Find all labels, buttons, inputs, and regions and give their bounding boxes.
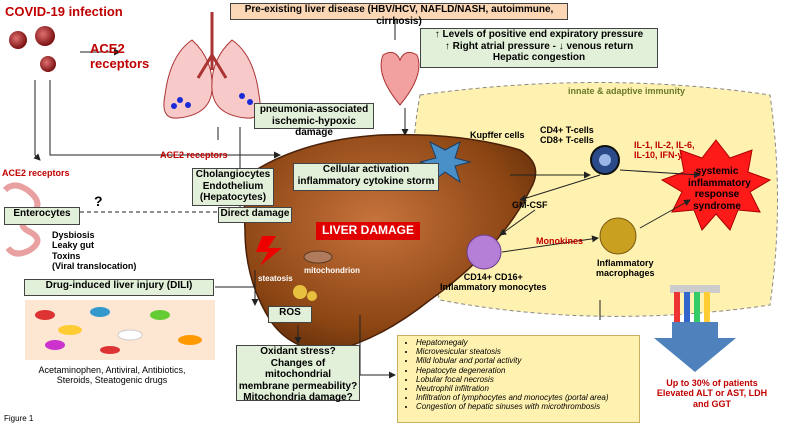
direct-damage-box: Direct damage [218, 207, 292, 223]
mitochondrion-label: mitochondrion [304, 266, 360, 275]
histology-item: Mild lobular and portal activity [416, 356, 635, 365]
preexisting-disease-box: Pre-existing liver disease (HBV/HCV, NAF… [230, 3, 568, 27]
ros-box: ROS [268, 306, 312, 323]
heart-illustration [380, 51, 420, 106]
sirs-burst [660, 139, 772, 231]
kupffer-cell-icon [419, 140, 472, 184]
kupffer-label: Kupffer cells [470, 130, 525, 140]
monocytes-label: CD14+ CD16+Inflammatory monocytes [440, 272, 547, 293]
histology-item: Hepatomegaly [416, 338, 635, 347]
drugs-label: Acetaminophen, Antiviral, Antibiotics,St… [38, 365, 186, 386]
test-tubes-illustration [670, 285, 720, 322]
steatosis-label: steatosis [258, 274, 293, 283]
histology-item: Infiltration of lymphocytes and monocyte… [416, 393, 635, 402]
histology-item: Neutrophil infiltration [416, 384, 635, 393]
question-mark: ? [94, 193, 103, 209]
mitochondrion-icon [303, 250, 333, 264]
macrophage-icon [599, 217, 637, 255]
virus-icons [9, 26, 56, 72]
immunity-label: innate & adaptive immunity [568, 86, 686, 96]
ace2-receptors-label: ACE2 receptors [90, 41, 150, 71]
gmcsf-label: GM-CSF [512, 200, 548, 210]
dili-box: Drug-induced liver injury (DILI) [24, 279, 214, 296]
histology-item: Microvesicular steatosis [416, 347, 635, 356]
figure-caption: Figure 1 [4, 414, 34, 423]
histology-item: Congestion of hepatic sinuses with micro… [416, 402, 635, 411]
ace2-receptors-left-label: ACE2 receptors [2, 168, 70, 178]
monocyte-icon [466, 234, 502, 270]
steatosis-icon [293, 285, 307, 299]
monokines-label: Monokines [536, 236, 584, 246]
histology-box: HepatomegalyMicrovesicular steatosisMild… [397, 335, 640, 423]
lightning-icon [256, 236, 282, 266]
histology-list: HepatomegalyMicrovesicular steatosisMild… [402, 338, 635, 412]
lungs-illustration [163, 12, 261, 119]
drug-pills-illustration [25, 300, 215, 360]
liver-damage-label: LIVER DAMAGE [316, 222, 421, 240]
enterocytes-box: Enterocytes [4, 207, 80, 225]
down-arrow [654, 322, 736, 372]
title: COVID-19 infection [5, 4, 123, 19]
cytokines-label: IL-1, IL-2, IL-6,IL-10, IFN-y [634, 140, 695, 161]
histology-item: Hepatocyte degeneration [416, 366, 635, 375]
cardiac-box: ↑ Levels of positive end expiratory pres… [420, 28, 658, 68]
ace2-receptors-mid-label: ACE2 receptors [160, 150, 228, 160]
histology-item: Lobular focal necrosis [416, 375, 635, 384]
